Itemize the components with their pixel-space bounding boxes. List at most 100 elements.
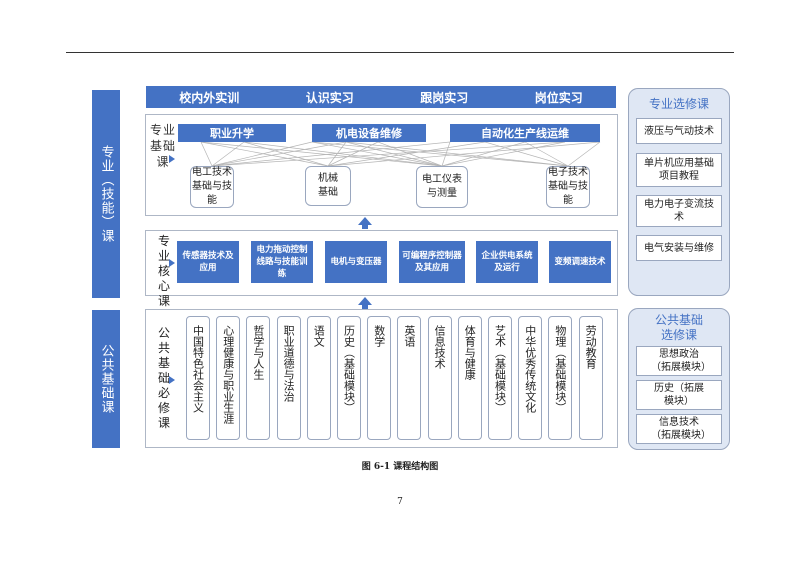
connector-lines	[200, 141, 601, 167]
foundation-course-label: 电工技术基础与技能	[192, 167, 232, 206]
direction-label: 机电设备维修	[336, 127, 402, 140]
connector-line	[211, 141, 566, 167]
internship-bar: 校内外实训 认识实习 跟岗实习 岗位实习	[146, 86, 616, 108]
connector-line	[441, 141, 566, 167]
public-required-label-text: 公共基础必修课	[157, 326, 170, 430]
specialty-foundation-label: 专业基础课	[150, 122, 178, 206]
arrow-up-stem	[362, 225, 368, 229]
connector-line	[311, 141, 443, 167]
public-course-label: 数学	[372, 325, 386, 347]
elective-item-label: 电气安装与维修	[644, 242, 714, 254]
public-course-label: 职业道德与法治	[282, 325, 296, 402]
connector-line	[327, 141, 601, 167]
elective-item: 历史（拓展模块）	[636, 380, 722, 410]
arrow-right-icon	[169, 155, 175, 163]
direction-label: 职业升学	[210, 127, 254, 140]
connector-line	[211, 141, 245, 167]
public-course: 职业道德与法治	[276, 316, 301, 440]
public-course: 历史（基础模块）	[337, 316, 361, 440]
page-number: 7	[397, 497, 403, 507]
connector-line	[211, 141, 313, 167]
public-course: 体育与健康	[457, 316, 482, 440]
elective-item: 单片机应用基础项目教程	[636, 153, 722, 187]
connector-line	[327, 141, 347, 167]
connector-line	[200, 141, 329, 167]
core-course: 企业供电系统及运行	[476, 241, 538, 283]
internship-item: 认识实习	[305, 90, 354, 105]
foundation-course: 电子技术基础与技能	[546, 166, 590, 208]
public-course: 哲学与人生	[246, 316, 271, 440]
public-course-label: 语文	[312, 325, 326, 347]
core-course-label: 电力拖动控制线路与技能训练	[256, 245, 308, 279]
public-course-label: 体育与健康	[463, 325, 477, 380]
connector-line	[441, 141, 451, 167]
public-course: 信息技术	[427, 316, 452, 440]
direction-box: 机电设备维修	[312, 124, 426, 142]
specialty-core-label: 专业核心课	[150, 234, 178, 309]
elective-item-label: 电力电子变流技术	[644, 199, 714, 223]
specialty-core-label-text: 专业核心课	[157, 234, 170, 308]
core-course-label: 传感器技术及应用	[182, 251, 234, 273]
public-course-label: 信息技术	[433, 325, 447, 369]
elective-item-label: 信息技术（拓展模块）	[651, 417, 711, 441]
public-course: 中华优秀传统文化	[518, 316, 543, 440]
public-course-label: 物理（基础模块）	[553, 325, 567, 413]
connector-line	[524, 141, 569, 167]
connector-line	[200, 141, 213, 167]
public-elective-title: 公共基础选修课	[654, 313, 703, 342]
public-course: 语文	[306, 316, 331, 440]
foundation-course-label: 电工仪表与测量	[422, 174, 462, 199]
public-course: 英语	[397, 316, 422, 440]
connector-line	[200, 141, 443, 167]
connector-line	[311, 141, 569, 167]
arrow-up-icon	[358, 297, 372, 305]
specialty-bar: 专业（技能）课	[92, 90, 120, 298]
public-bar-label: 公共基础课	[98, 344, 114, 414]
public-course: 艺术（基础模块）	[488, 316, 512, 440]
direction-box: 自动化生产线运维	[450, 124, 600, 142]
core-course: 变频调速技术	[549, 241, 611, 283]
public-course: 心理健康与职业生涯	[216, 316, 241, 440]
connector-line	[327, 141, 379, 167]
foundation-course: 机械基础	[305, 166, 351, 206]
public-bar: 公共基础课	[92, 310, 120, 448]
connector-line	[327, 141, 486, 167]
core-course: 传感器技术及应用	[177, 241, 239, 283]
connector-line	[345, 141, 443, 167]
connector-line	[567, 141, 601, 167]
elective-item: 电力电子变流技术	[636, 195, 722, 227]
internship-item: 岗位实习	[534, 90, 583, 105]
public-course-label: 劳动教育	[584, 325, 598, 369]
public-course: 中国特色社会主义	[186, 316, 210, 440]
core-course-label: 电机与变压器	[330, 257, 382, 267]
arrow-up-icon	[358, 217, 372, 225]
direction-label: 自动化生产线运维	[481, 127, 569, 140]
public-course-label: 中国特色社会主义	[191, 325, 205, 413]
foundation-course: 电工技术基础与技能	[190, 166, 234, 208]
connector-line	[243, 141, 443, 167]
header-rule	[66, 52, 734, 53]
elective-item: 电气安装与维修	[636, 235, 722, 261]
public-course-label: 艺术（基础模块）	[493, 325, 507, 413]
core-course: 电机与变压器	[325, 241, 387, 283]
core-course-label: 可编程序控制器及其应用	[402, 251, 462, 273]
public-course: 物理（基础模块）	[548, 316, 573, 440]
elective-item-label: 单片机应用基础项目教程	[644, 158, 714, 182]
core-course-label: 企业供电系统及运行	[481, 251, 533, 273]
public-required-label: 公共基础必修课	[150, 326, 178, 431]
internship-item: 校内外实训	[179, 90, 240, 105]
connector-line	[377, 141, 443, 167]
public-course: 劳动教育	[578, 316, 603, 440]
core-course-label: 变频调速技术	[554, 257, 606, 267]
connector-line	[211, 141, 451, 167]
public-course: 数学	[367, 316, 392, 440]
connector-line	[345, 141, 569, 167]
arrow-right-icon	[169, 259, 175, 267]
public-course-label: 心理健康与职业生涯	[221, 325, 235, 424]
elective-item: 思想政治（拓展模块）	[636, 346, 722, 376]
public-course-label: 哲学与人生	[251, 325, 265, 380]
figure-caption: 图 6-1 课程结构图	[361, 462, 439, 472]
core-course: 电力拖动控制线路与技能训练	[251, 241, 313, 283]
arrow-right-icon	[169, 376, 175, 384]
public-course-label: 英语	[402, 325, 416, 347]
